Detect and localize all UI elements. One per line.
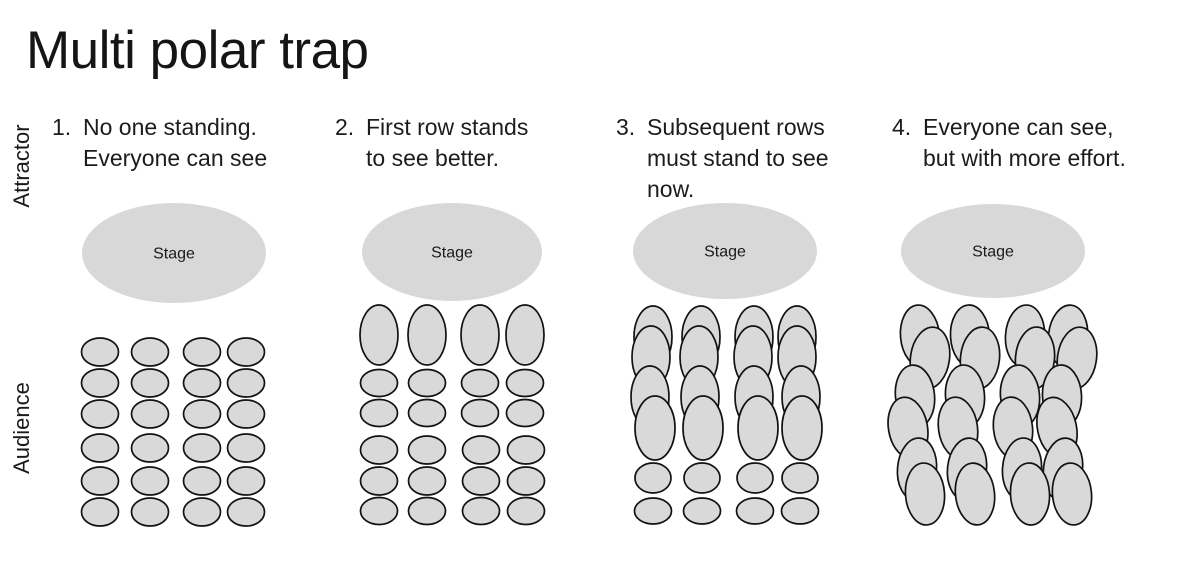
seated-person <box>80 466 120 496</box>
standing-person <box>1051 462 1093 526</box>
panel-3-graphic: Stage <box>630 203 823 525</box>
seated-person <box>682 497 722 525</box>
caption-number: 1. <box>52 114 72 140</box>
panel-1-caption: 1. No one standing. Everyone can see <box>52 112 267 174</box>
seated-person <box>460 368 500 398</box>
seated-person <box>461 466 501 496</box>
seated-person <box>461 435 501 465</box>
panel-2-caption: 2. First row stands to see better. <box>335 112 528 174</box>
seated-person <box>735 497 775 525</box>
panel-3-caption: 3. Subsequent rows must stand to see now… <box>616 112 829 205</box>
seated-person <box>359 435 399 465</box>
standing-person <box>954 462 996 526</box>
standing-person <box>1009 462 1051 526</box>
seated-person <box>407 496 447 526</box>
seated-person <box>506 466 546 496</box>
seated-person <box>407 466 447 496</box>
panel-4-graphic: Stage <box>887 204 1098 526</box>
stage-label: Stage <box>972 244 1014 261</box>
seated-person <box>130 433 170 463</box>
seated-person <box>359 496 399 526</box>
seated-person <box>505 368 545 398</box>
caption-number: 3. <box>616 114 636 140</box>
seated-person <box>359 368 399 398</box>
caption-number: 4. <box>892 114 912 140</box>
panel-2-graphic: Stage <box>359 203 546 526</box>
page-title: Multi polar trap <box>26 21 369 80</box>
seated-person <box>780 497 820 525</box>
seated-person <box>226 433 266 463</box>
seated-person <box>407 398 447 428</box>
standing-person <box>460 304 500 366</box>
seated-person <box>407 435 447 465</box>
standing-person <box>634 395 676 461</box>
seated-person <box>130 337 170 367</box>
seated-person <box>80 497 120 527</box>
seated-person <box>182 497 222 527</box>
seated-person <box>226 497 266 527</box>
seated-person <box>182 466 222 496</box>
stage-label: Stage <box>153 246 195 263</box>
seated-person <box>130 466 170 496</box>
seated-person <box>130 368 170 398</box>
seated-person <box>80 433 120 463</box>
seated-person <box>633 497 673 525</box>
seated-person <box>130 497 170 527</box>
seated-person <box>460 398 500 428</box>
seated-person <box>407 368 447 398</box>
standing-person <box>407 304 447 366</box>
seated-person <box>634 462 672 494</box>
standing-person <box>505 304 545 366</box>
seated-person <box>182 433 222 463</box>
caption-line: Subsequent rows <box>647 114 825 140</box>
seated-person <box>736 462 774 494</box>
seated-person <box>683 462 721 494</box>
standing-person <box>781 395 823 461</box>
seated-person <box>130 399 170 429</box>
caption-line: No one standing. <box>83 114 257 140</box>
caption-line: Everyone can see <box>83 145 268 171</box>
seated-person <box>226 337 266 367</box>
stage-ellipse <box>362 203 542 301</box>
stage-ellipse <box>901 204 1085 298</box>
seated-person <box>182 337 222 367</box>
standing-person <box>904 462 946 526</box>
caption-line: First row stands <box>366 114 529 140</box>
seated-person <box>506 496 546 526</box>
caption-line: Everyone can see, <box>923 114 1114 140</box>
seated-person <box>182 368 222 398</box>
seated-person <box>505 398 545 428</box>
caption-line: to see better. <box>366 145 499 171</box>
caption-line: now. <box>647 176 695 202</box>
seated-person <box>226 368 266 398</box>
standing-person <box>359 304 399 366</box>
stage-label: Stage <box>704 244 746 261</box>
seated-person <box>359 466 399 496</box>
seated-person <box>182 399 222 429</box>
standing-person <box>737 395 779 461</box>
seated-person <box>226 466 266 496</box>
panel-1-graphic: Stage <box>80 203 266 527</box>
seated-person <box>506 435 546 465</box>
stage-ellipse <box>633 203 817 299</box>
seated-person <box>461 496 501 526</box>
caption-number: 2. <box>335 114 355 140</box>
caption-line: but with more effort. <box>923 145 1126 171</box>
standing-person <box>682 395 724 461</box>
panel-4-caption: 4. Everyone can see, but with more effor… <box>892 112 1126 174</box>
stage-label: Stage <box>431 245 473 262</box>
seated-person <box>226 399 266 429</box>
seated-person <box>781 462 819 494</box>
stage-ellipse <box>82 203 266 303</box>
seated-person <box>80 368 120 398</box>
seated-person <box>80 337 120 367</box>
caption-line: must stand to see <box>647 145 829 171</box>
seated-person <box>80 399 120 429</box>
seated-person <box>359 398 399 428</box>
